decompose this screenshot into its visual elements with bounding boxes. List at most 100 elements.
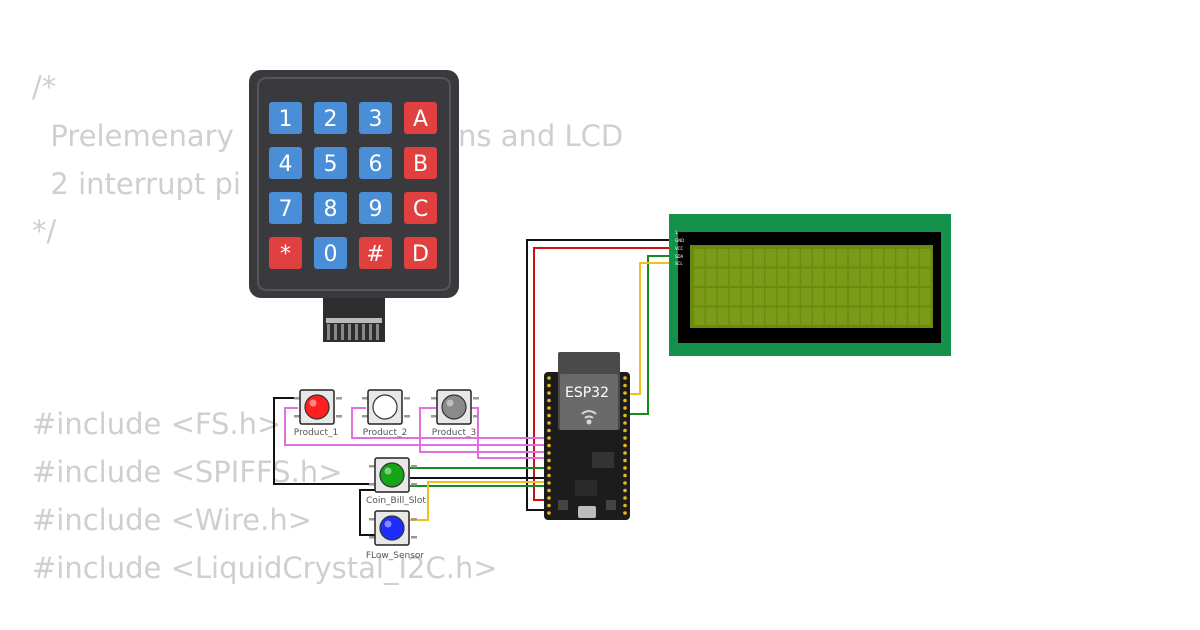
- lcd-cell: [872, 307, 883, 325]
- product-1-button[interactable]: Product_1: [294, 389, 342, 438]
- key-7[interactable]: 7: [269, 192, 302, 224]
- esp32-usb-port: [578, 506, 596, 518]
- ribbon-pin: [327, 324, 330, 340]
- key-*[interactable]: *: [269, 237, 302, 269]
- esp32-pin: [623, 473, 627, 478]
- coin-bill-slot-button[interactable]: Coin_Bill_Slot: [366, 457, 426, 506]
- button-leg: [411, 536, 417, 539]
- code-line-include-wire: #include <Wire.h>: [32, 503, 313, 537]
- product-2-button[interactable]: Product_2: [362, 389, 410, 438]
- code-line-title-end: ns and LCD: [458, 119, 624, 153]
- esp32-pin: [547, 511, 551, 515]
- key-3[interactable]: 3: [359, 102, 392, 134]
- esp32-pin: [623, 428, 627, 433]
- key-label: A: [413, 107, 428, 132]
- lcd-cell: [777, 249, 788, 267]
- esp32-pin: [547, 421, 551, 425]
- esp32-pin: [547, 473, 551, 478]
- button-leg: [369, 518, 375, 521]
- lcd-cell: [729, 268, 741, 286]
- key-8[interactable]: 8: [314, 192, 347, 224]
- esp32-boot-button[interactable]: [558, 500, 568, 510]
- lcd-cell: [753, 307, 764, 325]
- key-A[interactable]: A: [404, 102, 437, 134]
- button-leg: [369, 483, 375, 486]
- lcd-cell: [694, 307, 705, 325]
- button-label: FLow_Sensor: [366, 551, 425, 561]
- key-face: [269, 192, 302, 224]
- lcd-cell: [908, 268, 919, 286]
- key-5[interactable]: 5: [314, 147, 347, 179]
- esp32-pin: [623, 443, 627, 448]
- wires: [273, 239, 672, 536]
- key-0[interactable]: 0: [314, 237, 347, 269]
- lcd-cell: [765, 249, 776, 267]
- esp32-board[interactable]: ESP32: [544, 352, 630, 520]
- lcd-cell: [920, 249, 931, 267]
- lcd-cell: [717, 249, 729, 267]
- lcd-cell: [765, 288, 776, 306]
- lcd-cell: [884, 268, 895, 286]
- esp32-pin: [547, 413, 551, 418]
- esp32-pin: [547, 376, 551, 380]
- flow-sensor-button[interactable]: FLow_Sensor: [366, 510, 425, 561]
- key-4[interactable]: 4: [269, 147, 302, 179]
- wire-product-gnd: [470, 407, 545, 459]
- button-cap: [379, 462, 405, 488]
- product-3-button[interactable]: Product_3: [431, 389, 479, 438]
- key-label: 3: [369, 107, 383, 132]
- esp32-pin: [547, 383, 551, 388]
- lcd-cell: [753, 288, 764, 306]
- esp32-reset-button[interactable]: [606, 500, 616, 510]
- keypad-border: [257, 77, 451, 291]
- key-label: 9: [369, 197, 383, 222]
- key-6[interactable]: 6: [359, 147, 392, 179]
- lcd-cell: [896, 268, 907, 286]
- key-label: 6: [369, 152, 383, 177]
- lcd-cell: [896, 307, 907, 325]
- lcd-cell: [920, 307, 931, 325]
- lcd-cell: [694, 288, 705, 306]
- key-label: 1: [279, 107, 293, 132]
- lcd-display[interactable]: 1 GND VCC SDA SCL: [669, 214, 951, 356]
- lcd-cell: [896, 288, 907, 306]
- key-label: 4: [279, 152, 293, 177]
- code-line-comment-close: */: [32, 214, 57, 248]
- key-2[interactable]: 2: [314, 102, 347, 134]
- lcd-pin-vcc: VCC: [675, 246, 684, 251]
- lcd-pin-1: 1: [675, 230, 678, 235]
- wire-buttons-gnd: [273, 397, 375, 485]
- lcd-cell: [813, 288, 824, 306]
- lcd-cell: [884, 288, 895, 306]
- lcd-pin-sda: SDA: [675, 254, 684, 259]
- esp32-pin: [623, 436, 627, 440]
- button-leg: [336, 397, 342, 400]
- esp32-pin: [623, 503, 627, 508]
- key-9[interactable]: 9: [359, 192, 392, 224]
- key-C[interactable]: C: [404, 192, 437, 224]
- key-#[interactable]: #: [359, 237, 392, 269]
- key-D[interactable]: D: [404, 237, 437, 269]
- esp32-pin: [547, 436, 551, 440]
- esp32-pin: [547, 391, 551, 395]
- lcd-cell: [705, 249, 717, 267]
- lcd-cell: [729, 249, 741, 267]
- key-B[interactable]: B: [404, 147, 437, 179]
- lcd-pins: 1 GND VCC SDA SCL: [675, 230, 684, 266]
- button-leg: [411, 518, 417, 521]
- key-1[interactable]: 1: [269, 102, 302, 134]
- lcd-pin-gnd: GND: [675, 238, 684, 243]
- key-face: [314, 237, 347, 269]
- wire-coin-gnd: [359, 489, 375, 536]
- button-leg: [411, 483, 417, 486]
- esp32-pin: [623, 376, 627, 380]
- key-label: D: [412, 242, 429, 267]
- lcd-cell: [836, 288, 848, 306]
- key-face: [359, 147, 392, 179]
- lcd-cell: [777, 288, 788, 306]
- lcd-cell: [741, 288, 753, 306]
- lcd-cell: [789, 288, 800, 306]
- lcd-cell: [813, 307, 824, 325]
- key-face: [404, 147, 437, 179]
